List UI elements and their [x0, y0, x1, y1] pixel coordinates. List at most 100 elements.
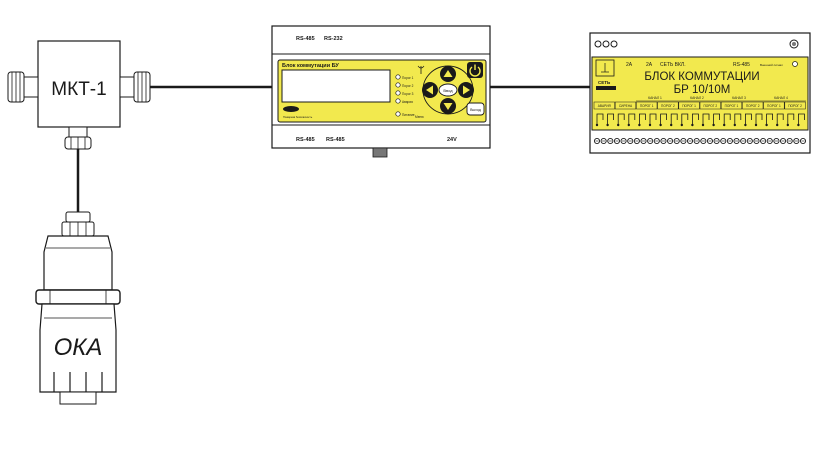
- relay-cell-label: ПОРОГ 1: [682, 104, 696, 108]
- relay-contact: [628, 113, 636, 124]
- cable-gland-left: [7, 71, 39, 103]
- channel-4-header: КАНАЛ 4: [774, 96, 788, 100]
- arrow-right-icon: [463, 85, 470, 95]
- junction-box-mkt1: МКТ-1: [7, 40, 151, 150]
- relay-contact: [766, 113, 773, 124]
- relay-front-panel: [591, 56, 809, 131]
- relay-contact-dot: [595, 123, 599, 127]
- relay-cell: [636, 101, 658, 110]
- relay-contact: [617, 113, 625, 124]
- control-title: Блок коммутации БУ: [282, 63, 339, 69]
- channel-1-header: КАНАЛ 1: [648, 96, 662, 100]
- relay-contact-dot: [712, 123, 715, 127]
- relay-contact-symbols: [595, 113, 805, 127]
- voltage-label: 24V: [447, 137, 457, 143]
- exit-button-label: Выход: [470, 108, 482, 112]
- relay-contact-dot: [680, 123, 683, 127]
- power-on-label: СЕТЬ ВКЛ.: [660, 62, 686, 68]
- relay-cell-label: ПОРОГ 2: [746, 104, 760, 108]
- external-signal-led: [792, 61, 798, 67]
- cables: [76, 85, 590, 212]
- arrow-down-icon: [443, 103, 453, 110]
- relay-contact-dot: [627, 123, 630, 127]
- relay-cell: [614, 101, 637, 110]
- relay-title-line2: БР 10/10М: [674, 84, 731, 96]
- relay-cell: [784, 101, 806, 110]
- arrow-right-button[interactable]: [458, 82, 474, 98]
- top-port-1: RS-485: [296, 36, 315, 42]
- bottom-port-2: RS-485: [326, 137, 345, 143]
- relay-contact: [660, 113, 667, 124]
- brand-logo: Пожарная безопасность: [283, 106, 313, 119]
- din-clip: [372, 147, 388, 158]
- keypad: Ввод Выход Меню: [415, 62, 485, 119]
- relay-contact-dot: [797, 123, 800, 127]
- indicator-label-3: Порог 3: [402, 92, 414, 96]
- indicator-label-1: Порог 1: [402, 76, 414, 80]
- ok-button[interactable]: Ввод: [438, 83, 458, 97]
- relay-cell: [657, 101, 679, 110]
- relay-contact-dot: [691, 123, 694, 127]
- relay-contact: [681, 113, 689, 124]
- relay-contact-dot: [638, 123, 641, 127]
- relay-contact-dot: [617, 123, 620, 127]
- logo-caption: Пожарная безопасность: [283, 115, 313, 119]
- rs485-label: RS-485: [733, 62, 750, 68]
- top-screws: [594, 39, 799, 49]
- network-indicator: СЕТЬ: [595, 59, 616, 90]
- exit-button[interactable]: Выход: [466, 102, 485, 116]
- sensor-oka: ОКА: [35, 211, 121, 405]
- control-block: RS-485 RS-232 Блок коммутации БУ Пожарна…: [271, 25, 491, 158]
- arrow-up-button[interactable]: [440, 66, 456, 82]
- relay-contact-dot: [754, 123, 758, 127]
- relay-contact-dot: [786, 123, 789, 127]
- bottom-port-1: RS-485: [296, 137, 315, 143]
- relay-cell: [593, 101, 615, 110]
- top-port-2: RS-232: [324, 36, 343, 42]
- antenna-icon: [417, 65, 425, 74]
- relay-contact: [702, 113, 710, 124]
- indicator-column: Порог 1 Порог 2 Порог 3 Авария Питание: [395, 74, 415, 117]
- relay-contact-dot: [733, 123, 736, 127]
- arrow-left-icon: [426, 85, 433, 95]
- power-button[interactable]: [467, 62, 483, 78]
- relay-cell-label: СИРЕНА: [619, 104, 633, 108]
- indicator-label-4: Авария: [402, 100, 413, 104]
- fuse-label-1: 2A: [626, 62, 633, 68]
- relay-cell-label: ПОРОГ 2: [788, 104, 802, 108]
- relay-cell: [742, 101, 764, 110]
- indicator-led-4: [395, 98, 401, 104]
- relay-cell: [678, 101, 700, 110]
- arrow-down-button[interactable]: [440, 98, 456, 114]
- relay-contact-dot: [648, 123, 652, 127]
- relay-contact: [649, 113, 657, 124]
- relay-cell-label: АВАРИЯ: [598, 104, 612, 108]
- relay-title-line1: БЛОК КОММУТАЦИИ: [644, 71, 759, 83]
- cable-gland-right: [119, 71, 151, 103]
- relay-contact-dot: [723, 123, 726, 127]
- relay-contact: [692, 113, 699, 124]
- indicator-label-2: Порог 2: [402, 84, 414, 88]
- relay-cell: [699, 101, 721, 110]
- indicator-led-3: [395, 90, 401, 96]
- arrow-left-button[interactable]: [422, 82, 438, 98]
- relay-contact: [723, 113, 731, 124]
- external-signal-label: Внешний сигнал: [760, 63, 783, 67]
- ok-button-label: Ввод: [443, 88, 453, 93]
- relay-label-cells: АВАРИЯ СИРЕНА ПОРОГ 1 ПОРОГ 2 ПОРОГ 1 ПОРОГ 2…: [593, 101, 806, 110]
- relay-contact-dot: [701, 123, 705, 127]
- relay-cell: [763, 101, 785, 110]
- relay-contact-dot: [670, 123, 673, 127]
- relay-contact-dot: [765, 123, 768, 127]
- relay-contact-dot: [744, 123, 747, 127]
- power-led: [395, 111, 401, 117]
- relay-contact: [639, 113, 646, 124]
- network-label: СЕТЬ: [598, 80, 611, 85]
- arrow-up-icon: [443, 70, 453, 77]
- relay-contact: [776, 113, 784, 124]
- relay-cell-label: ПОРОГ 1: [640, 104, 654, 108]
- relay-cell-label: ПОРОГ 2: [703, 104, 717, 108]
- relay-contact: [745, 113, 752, 124]
- power-led-label: Питание: [402, 113, 415, 117]
